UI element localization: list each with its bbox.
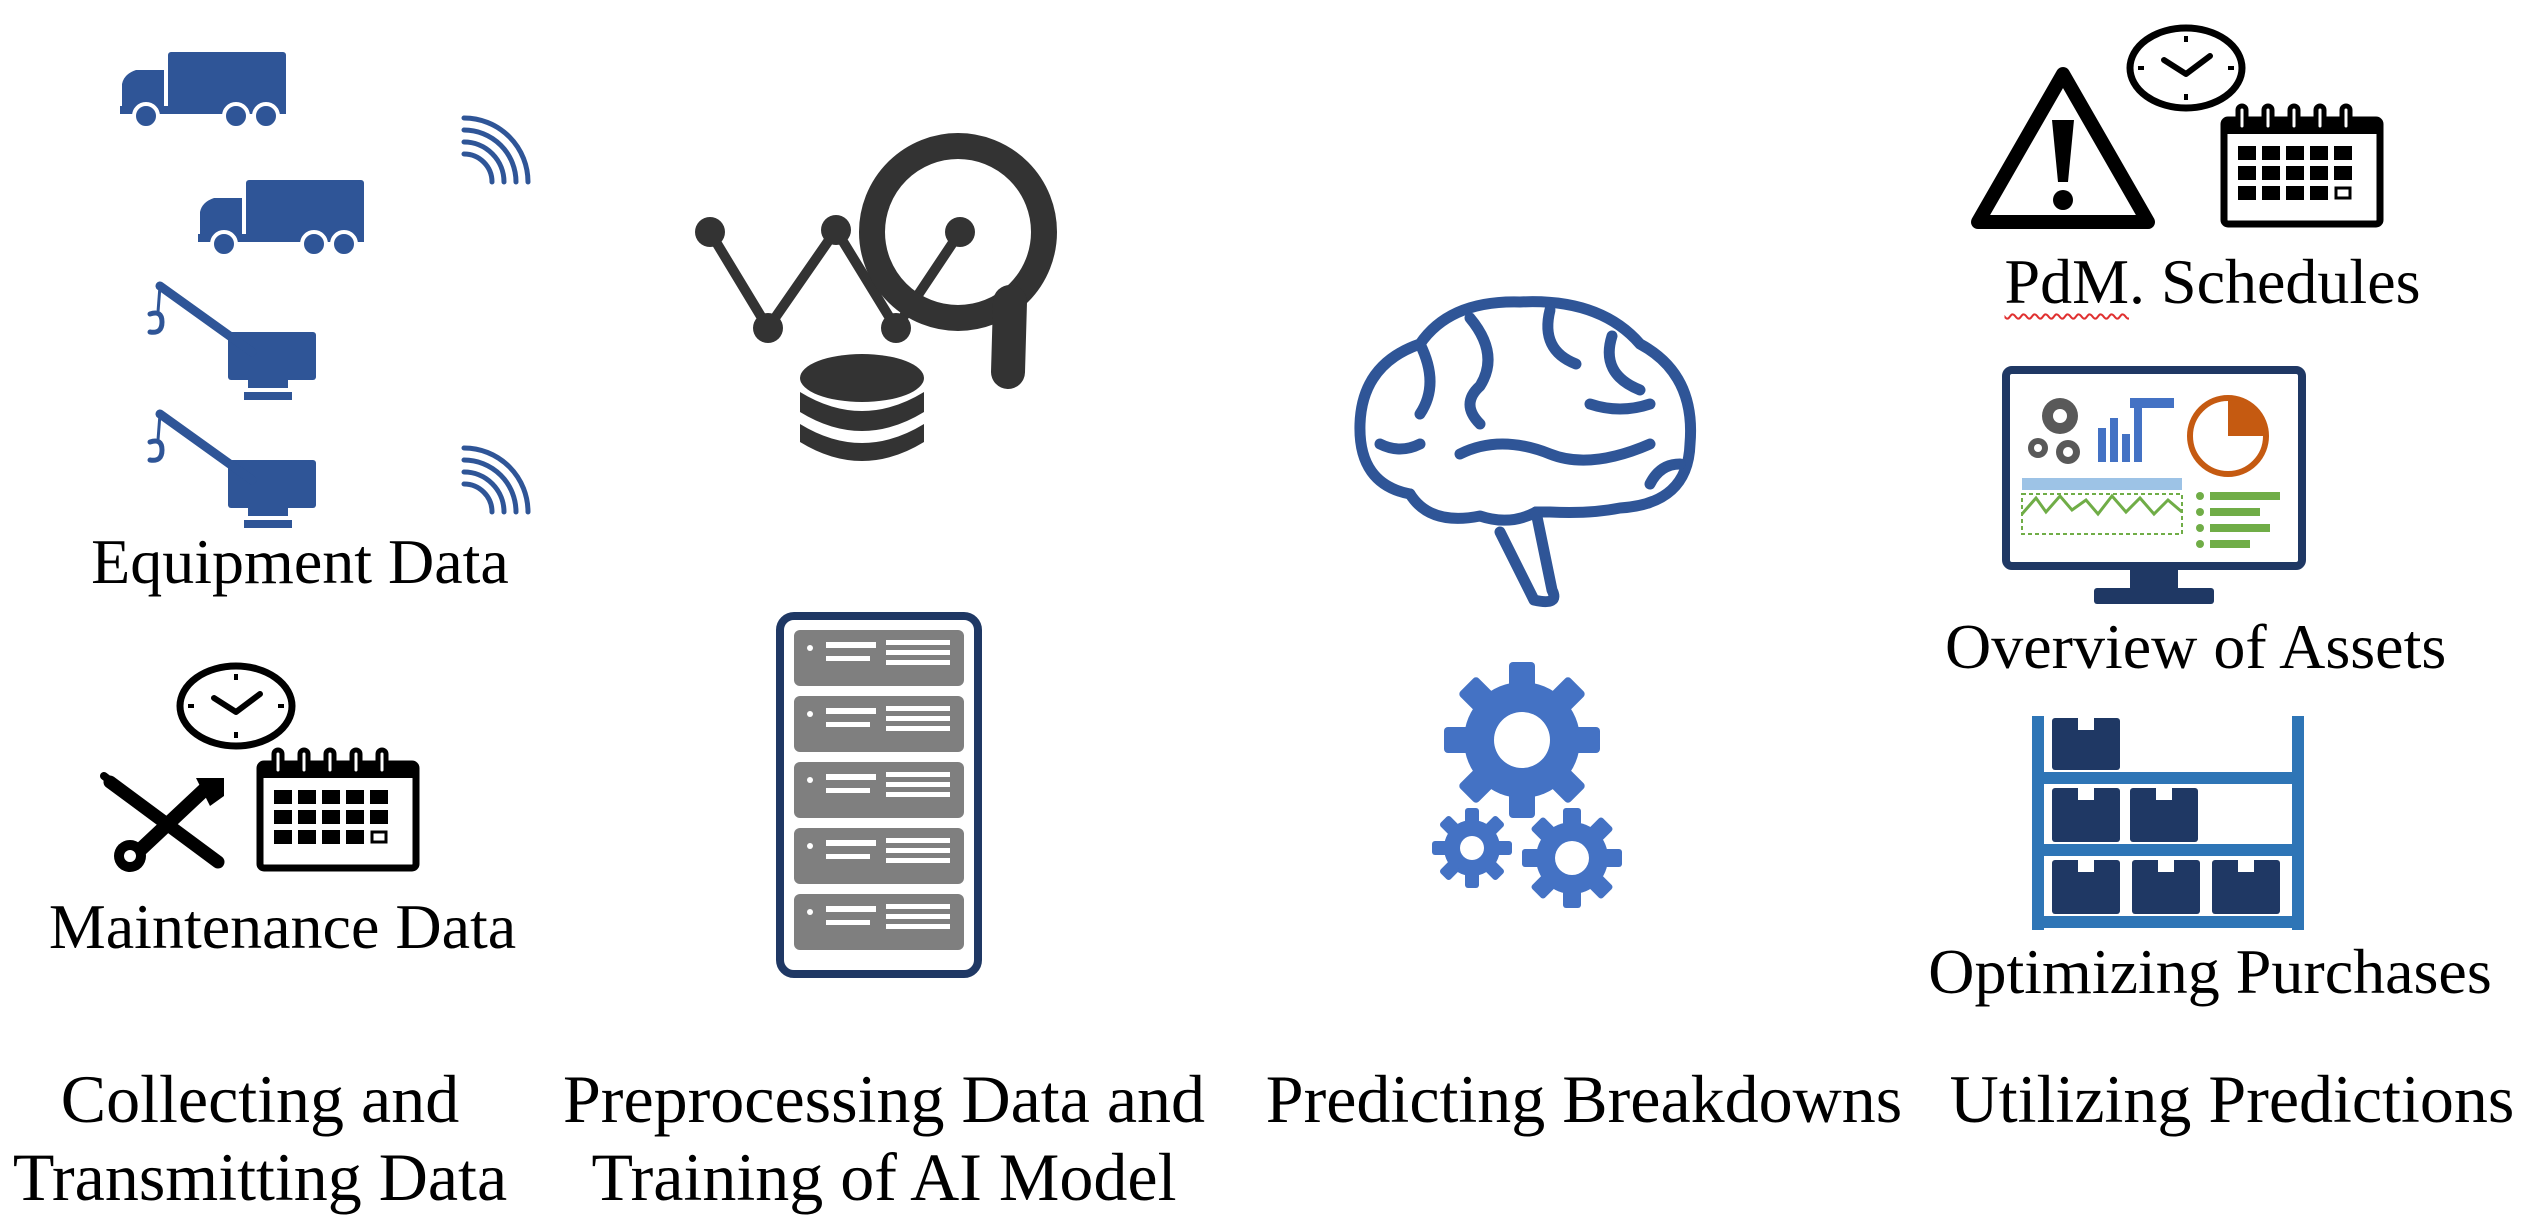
clock-icon (2126, 24, 2246, 112)
crane-icon (147, 409, 316, 528)
warehouse-shelf-icon (2032, 716, 2304, 930)
wrench-screwdriver-icon (100, 772, 225, 872)
stage-collecting: Collecting and Transmitting Data (0, 1060, 520, 1216)
warning-icon (1971, 67, 2155, 229)
crane-icon (147, 281, 316, 400)
stage-preprocessing: Preprocessing Data and Training of AI Mo… (548, 1060, 1220, 1216)
server-rack-icon (776, 612, 982, 978)
pdm-abbreviation: PdM (2004, 246, 2130, 317)
overview-of-assets-label: Overview of Assets (1945, 611, 2447, 682)
stage-predicting-line1: Predicting Breakdowns (1265, 1061, 1903, 1137)
maintenance-data-label: Maintenance Data (48, 891, 517, 962)
wifi-icon (461, 445, 531, 515)
truck-icon (198, 180, 364, 258)
stage-preprocessing-line1: Preprocessing Data and (562, 1061, 1205, 1137)
calendar-icon (256, 747, 420, 872)
stage-predicting: Predicting Breakdowns (1248, 1060, 1920, 1138)
pdm-schedules-suffix: . Schedules (2129, 246, 2421, 317)
wifi-icon (461, 115, 531, 185)
calendar-icon (2220, 103, 2384, 228)
optimizing-purchases-label: Optimizing Purchases (1928, 936, 2492, 1007)
clock-icon (176, 662, 296, 750)
gears-icon (1432, 662, 1622, 908)
stage-preprocessing-line2: Training of AI Model (591, 1139, 1177, 1215)
stage-utilizing: Utilizing Predictions (1942, 1060, 2522, 1138)
truck-icon (120, 52, 286, 130)
stage-collecting-line1: Collecting and (60, 1061, 460, 1137)
line-chart-magnifier-database-icon (695, 133, 1057, 461)
equipment-data-label: Equipment Data (91, 526, 509, 597)
stage-collecting-line2: Transmitting Data (12, 1139, 508, 1215)
brain-icon (1354, 296, 1697, 608)
pdm-schedules-label: PdM. Schedules (1975, 250, 2450, 314)
dashboard-monitor-icon (2002, 366, 2306, 604)
stage-utilizing-line1: Utilizing Predictions (1949, 1061, 2515, 1137)
